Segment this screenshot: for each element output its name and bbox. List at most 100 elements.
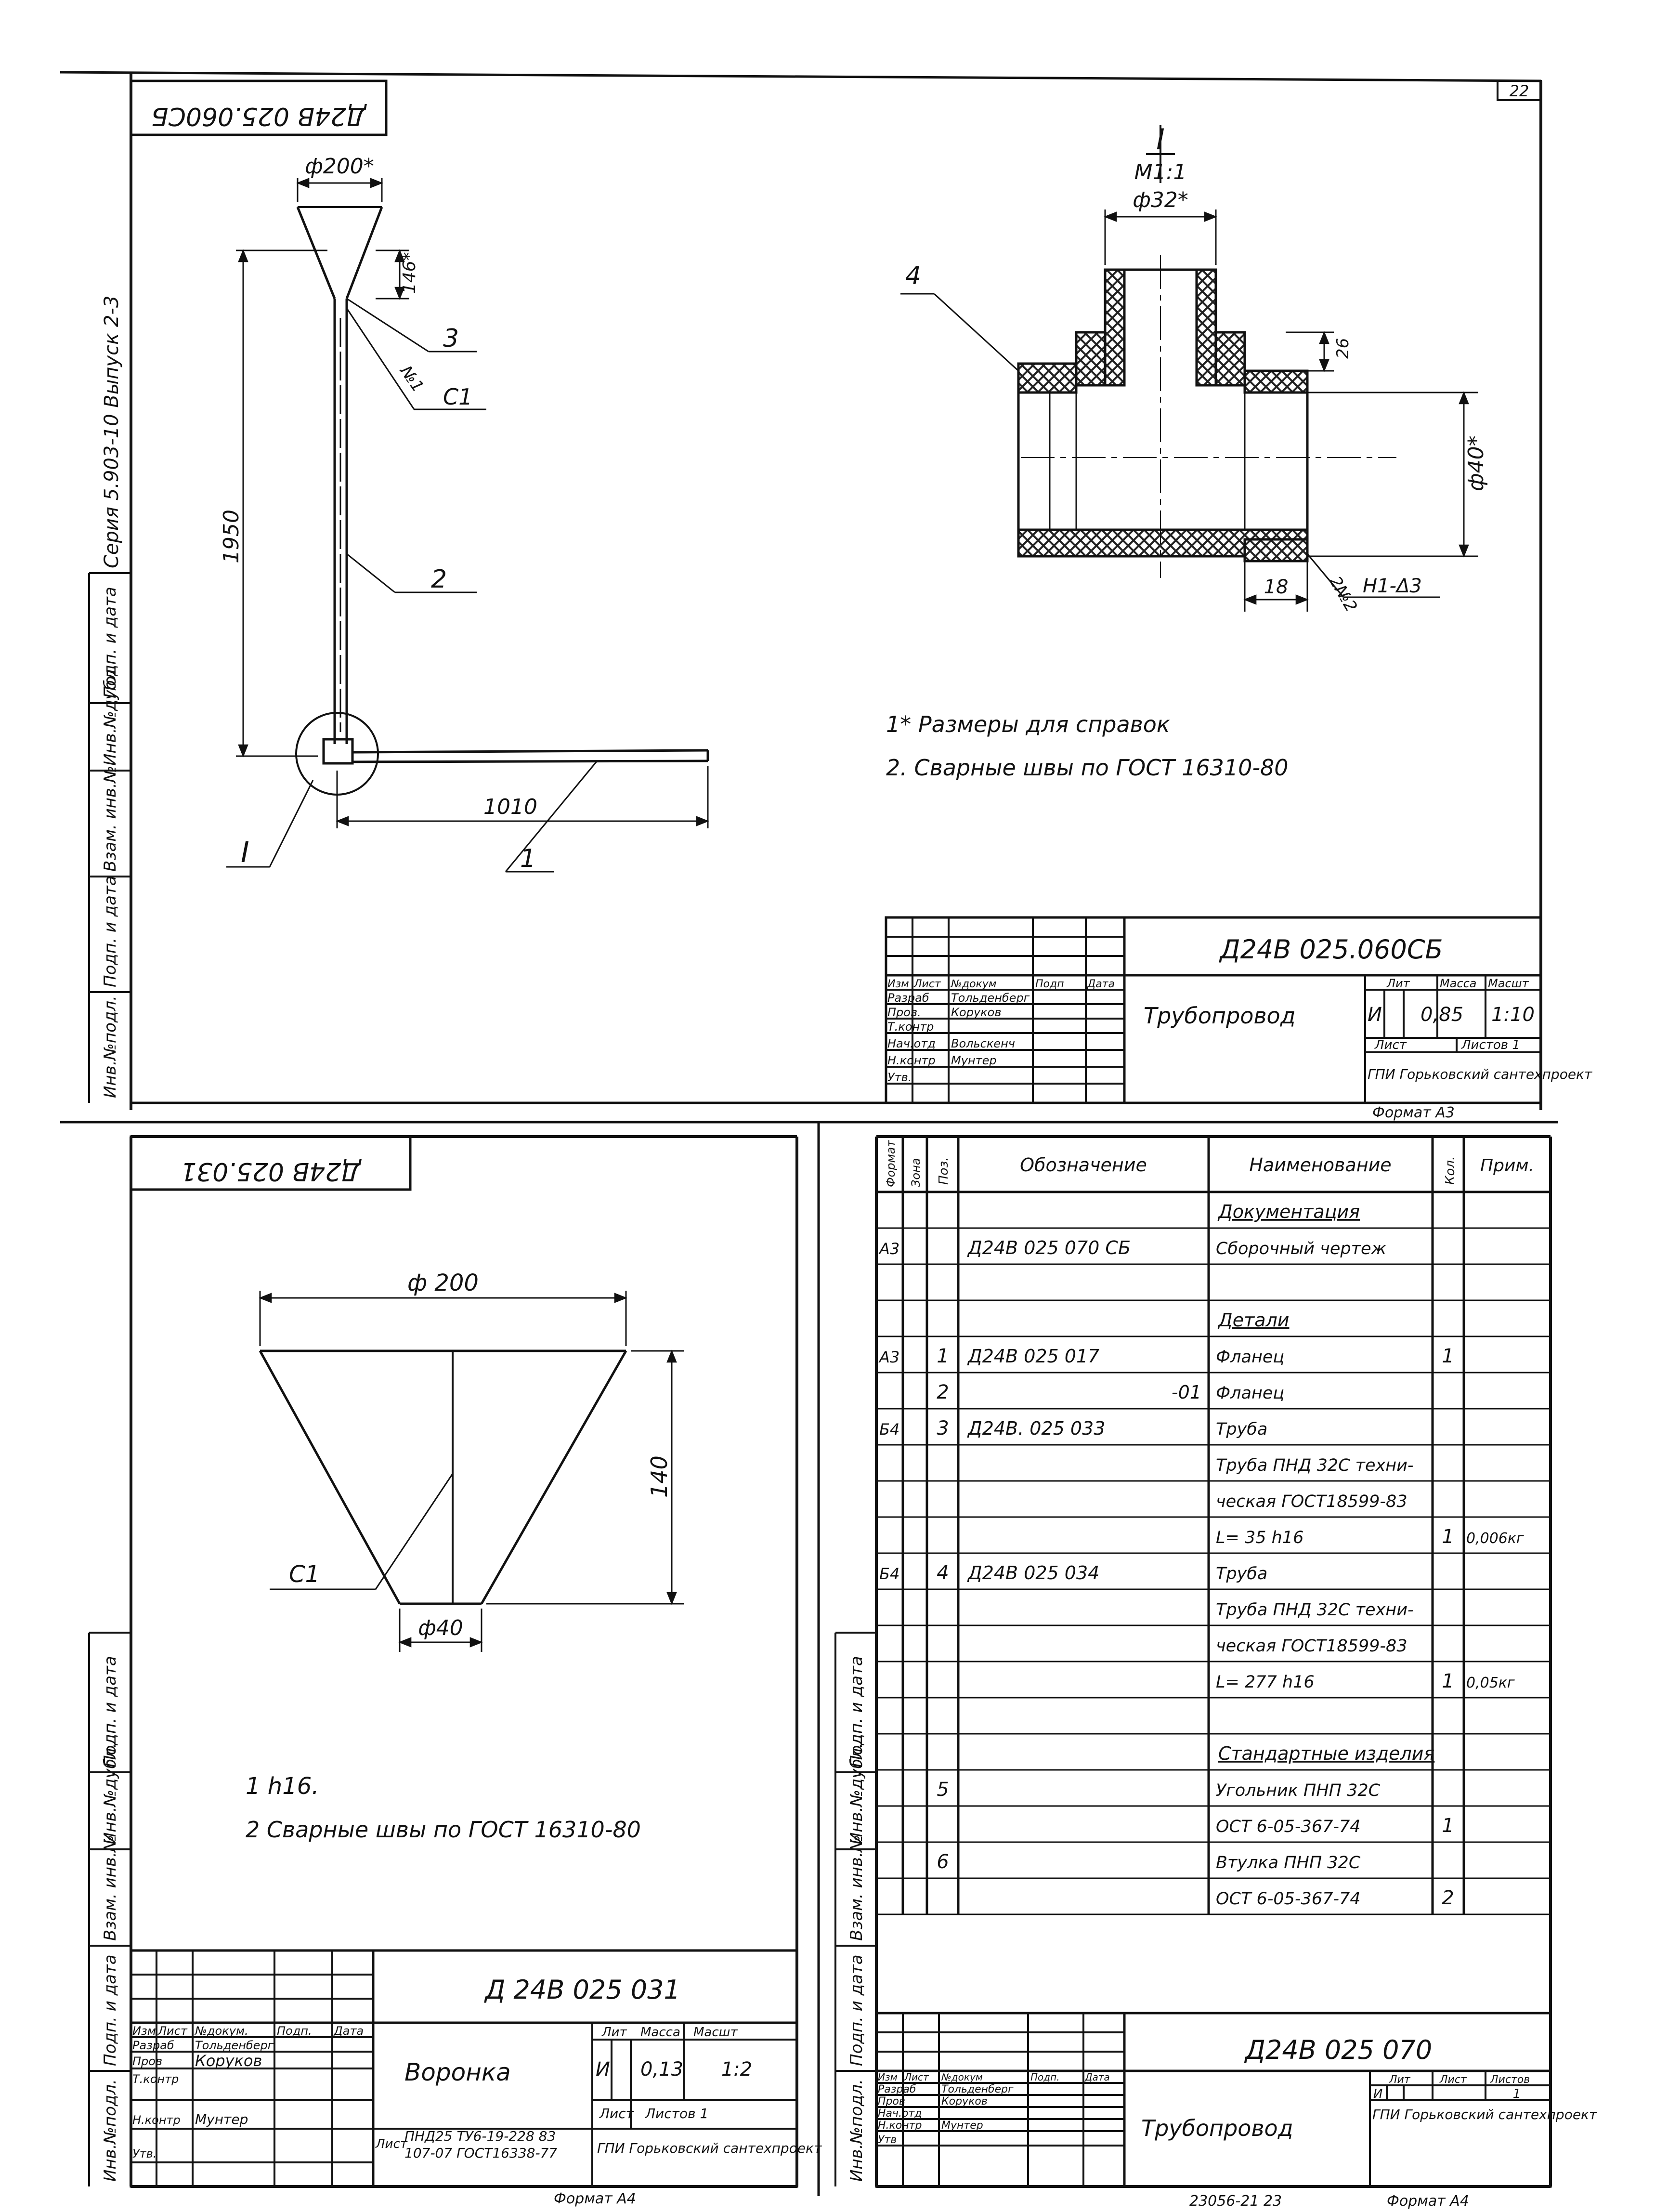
spec-format: А3 [878, 1348, 899, 1366]
view-label: I [1156, 123, 1165, 157]
svg-text:И: И [1368, 1004, 1382, 1026]
spec-qty: 2 [1442, 1887, 1454, 1909]
svg-text:Лит: Лит [601, 2025, 627, 2040]
svg-text:Лист: Лист [157, 2024, 188, 2038]
page-number: 22 [1510, 82, 1529, 100]
svg-text:Масса: Масса [1440, 977, 1477, 990]
spec-header: Зона [909, 1158, 923, 1187]
spec-name: Фланец [1216, 1348, 1284, 1367]
spec-code: Д24В 025 017 [967, 1346, 1099, 1367]
detail-tee-dims [900, 125, 1478, 612]
svg-text:Разраб: Разраб [887, 991, 929, 1005]
spec-code: Д24В 025 070 [1244, 2035, 1432, 2065]
svg-text:Коруков: Коруков [941, 2095, 988, 2107]
svg-text:Изм: Изм [878, 2071, 898, 2083]
side-label: Инв.№подл. [101, 995, 120, 1098]
spec-position: 6 [937, 1851, 949, 1873]
svg-text:Дата: Дата [1087, 978, 1115, 990]
svg-text:Инв.№дубл.: Инв.№дубл. [847, 1743, 866, 1845]
spec-name: ческая ГОСТ18599-83 [1216, 1636, 1407, 1656]
spec-name: Фланец [1216, 1384, 1284, 1403]
svg-text:№докум.: №докум. [194, 2024, 248, 2038]
note-1: 1* Размеры для справок [886, 711, 1170, 737]
title-block-funnel-text: Д 24В 025 031 Воронка Изм Лист №докум. П… [132, 1975, 822, 2207]
svg-text:Лист: Лист [904, 2071, 929, 2083]
svg-text:№докум: №докум [951, 978, 996, 990]
svg-text:Лист: Лист [1439, 2074, 1467, 2086]
svg-text:Лист: Лист [375, 2137, 408, 2151]
svg-text:Тольденберг: Тольденберг [195, 2039, 274, 2052]
side-strip-bl [88, 1632, 131, 2186]
drawing-code: Д24В 025.060СБ [1219, 934, 1443, 965]
svg-text:Лист: Лист [913, 978, 941, 990]
svg-text:Пров: Пров [132, 2055, 162, 2068]
detail-marker: I [241, 836, 249, 869]
svg-text:Мунтер: Мунтер [941, 2120, 983, 2132]
svg-text:Пров.: Пров. [887, 1006, 921, 1019]
svg-text:ПНД25 ТУ6-19-228 83: ПНД25 ТУ6-19-228 83 [404, 2128, 556, 2144]
spec-code: Д24В 025 070 СБ [967, 1237, 1131, 1258]
spec-header: Кол. [1443, 1156, 1458, 1185]
dim-d32: ф32* [1133, 188, 1188, 212]
svg-text:Формат А4: Формат А4 [1387, 2193, 1469, 2210]
funnel-labels: ф 200 140 ф40 С1 1 h16. 2 Сварные швы по… [246, 1270, 672, 1843]
callout-4: 4 [905, 262, 921, 290]
svg-text:Разраб: Разраб [132, 2039, 174, 2052]
funnel-d200: ф 200 [407, 1270, 479, 1296]
svg-text:Лист: Лист [1374, 1038, 1407, 1052]
pipeline-elevation-labels: ф200* 146* 1950 1010 3 №1 С1 2 1 I [219, 154, 537, 873]
svg-text:Нач.отд: Нач.отд [887, 1037, 936, 1050]
svg-text:Дата: Дата [1084, 2071, 1110, 2083]
svg-text:Утв: Утв [878, 2134, 897, 2146]
spec-name: L= 277 h16 [1216, 1673, 1315, 1692]
spec-header: Наименование [1249, 1154, 1391, 1176]
spec-position: 3 [937, 1417, 949, 1440]
svg-text:Подп. и дата: Подп. и дата [847, 1656, 866, 1767]
svg-text:Подп: Подп [1035, 978, 1064, 990]
svg-text:Подп.: Подп. [1030, 2071, 1060, 2083]
pipeline-elevation [226, 178, 709, 873]
svg-text:И: И [1373, 2087, 1382, 2101]
svg-text:Инв.№подл.: Инв.№подл. [101, 2079, 120, 2182]
side-strip-bl-labels: Инв.№подл. Подп. и дата Взам. инв.№ Инв.… [101, 1656, 120, 2182]
svg-text:Формат А4: Формат А4 [554, 2190, 636, 2207]
svg-text:107-07 ГОСТ16338-77: 107-07 ГОСТ16338-77 [404, 2145, 557, 2161]
funnel-note-2: 2 Сварные швы по ГОСТ 16310-80 [246, 1817, 641, 1843]
svg-text:Взам. инв.№: Взам. инв.№ [847, 1835, 866, 1941]
side-strip-top-labels: Инв.№подл. Подп. и дата Взам. инв.№ Инв.… [101, 587, 120, 1098]
title-block-top [885, 916, 1542, 1104]
funnel-name: Воронка [404, 2058, 511, 2086]
funnel-note-1: 1 h16. [246, 1773, 319, 1800]
spec-header: Обозначение [1020, 1154, 1147, 1176]
spec-qty: 1 [1442, 1815, 1454, 1837]
callout-1: 1 [520, 844, 536, 873]
spec-section: Детали [1217, 1309, 1289, 1331]
funnel-stamp-code: Д24В 025.031 [181, 1157, 362, 1186]
svg-text:ГПИ Горьковский сантехпроект: ГПИ Горьковский сантехпроект [597, 2140, 822, 2156]
svg-text:Тольденберг: Тольденберг [941, 2083, 1014, 2095]
weld-h1: Н1-Δ3 [1363, 575, 1422, 597]
svg-text:Подп. и дата: Подп. и дата [101, 1656, 120, 1767]
svg-text:Коруков: Коруков [951, 1006, 1001, 1019]
spec-name: Втулка ПНП 32С [1216, 1853, 1361, 1872]
side-label: Инв.№дубл. [101, 664, 120, 766]
title-block-funnel [130, 1949, 798, 2188]
detail-tee [1017, 255, 1396, 578]
side-label: Подп. и дата [101, 876, 120, 987]
funnel-weld: С1 [289, 1561, 320, 1588]
spec-name: Угольник ПНП 32С [1216, 1781, 1381, 1800]
view-scale: М1:1 [1134, 160, 1187, 184]
spec-name: ОСТ 6-05-367-74 [1216, 1817, 1361, 1836]
svg-text:Листов: Листов [1490, 2074, 1530, 2086]
svg-text:Взам. инв.№: Взам. инв.№ [101, 1835, 120, 1941]
spec-code: Д24В. 025 033 [967, 1418, 1105, 1439]
spec-position: 1 [937, 1345, 949, 1367]
svg-text:Коруков: Коруков [195, 2052, 262, 2070]
spec-section: Стандартные изделия [1218, 1743, 1434, 1764]
spec-qty: 1 [1442, 1526, 1454, 1548]
weld-c1: С1 [443, 384, 472, 410]
spec-qty: 1 [1442, 1345, 1454, 1367]
spec-header: Прим. [1480, 1156, 1534, 1176]
spec-position: 2 [937, 1381, 949, 1403]
